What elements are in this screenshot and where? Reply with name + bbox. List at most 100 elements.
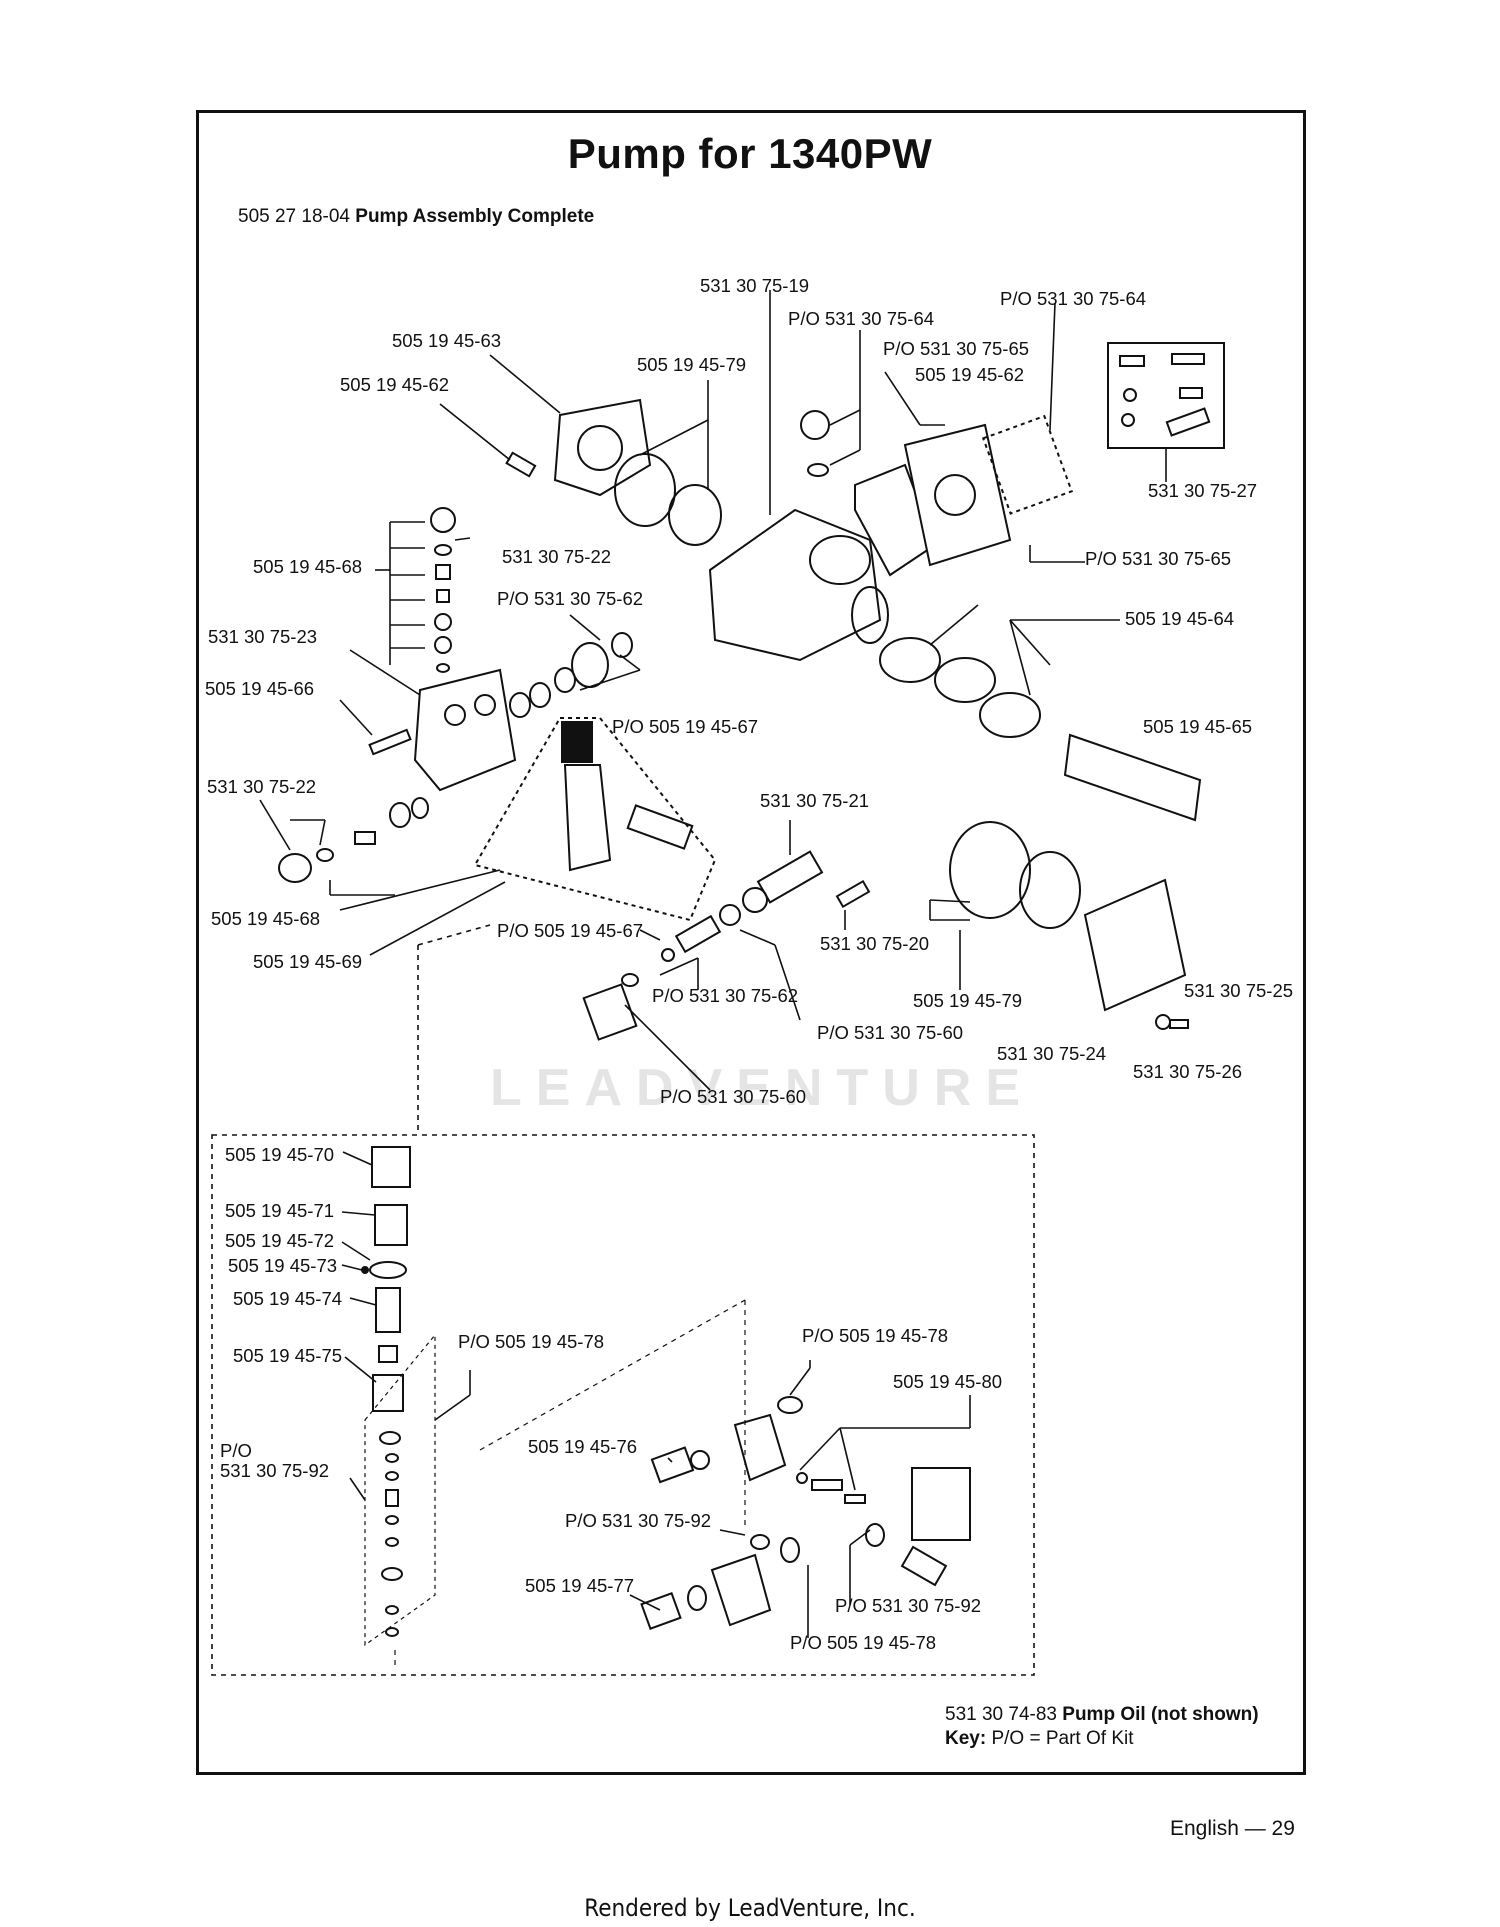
- part-label: 531 30 75-22: [502, 546, 612, 567]
- part-label: 505 19 45-68: [253, 556, 363, 577]
- crankcase-part: [708, 508, 889, 662]
- seal-kit-62-part: [571, 632, 633, 688]
- assembly-number: 505 27 18-04: [238, 206, 350, 227]
- seal-kit-67-part: [509, 667, 576, 718]
- part-label: 505 19 45-62: [340, 374, 450, 395]
- part-label: P/O 531 30 75-64: [1000, 288, 1147, 309]
- rear-cover-part: [903, 423, 1012, 567]
- key-line: Key: P/O = Part Of Kit: [945, 1727, 1259, 1751]
- part-label: 505 19 45-73: [228, 1255, 338, 1276]
- key-label: Key:: [945, 1728, 987, 1749]
- watermark: LEADVENTURE: [490, 1059, 1035, 1117]
- part-label: P/O 531 30 75-65: [1085, 548, 1232, 569]
- part-label: 505 19 45-80: [893, 1371, 1003, 1392]
- rendered-by: Rendered by LeadVenture, Inc.: [584, 1894, 916, 1922]
- bolt-26-part: [1155, 1014, 1189, 1030]
- part-label: P/O 531 30 75-64: [788, 308, 935, 329]
- assembly-line: 505 27 18-04 Pump Assembly Complete: [238, 206, 594, 228]
- oil-note: (not shown): [1150, 1704, 1259, 1725]
- kit-27-box: [1107, 342, 1225, 449]
- part-label: 531 30 75-20: [820, 933, 930, 954]
- dipstick-part: [800, 410, 830, 477]
- part-label: 505 19 45-66: [205, 678, 315, 699]
- part-label: P/O 531 30 75-60: [817, 1022, 964, 1043]
- part-label: 505 19 45-65: [1143, 716, 1253, 737]
- plunger-20-part: [835, 879, 871, 909]
- footnote: 531 30 74-83 Pump Oil (not shown) Key: P…: [945, 1703, 1259, 1751]
- page-frame: [196, 110, 1306, 1775]
- side-cover-part: [1083, 878, 1187, 1012]
- part-label: P/O 531 30 75-65: [883, 338, 1030, 359]
- thermal-valve-part: [865, 1467, 971, 1587]
- bolt-left-part: [505, 451, 537, 478]
- unloader-stack-part: [361, 1146, 411, 1412]
- manifold-part: [413, 668, 517, 792]
- oring-top-part: [614, 453, 676, 527]
- part-label: 505 19 45-79: [913, 990, 1023, 1011]
- part-label: P/O 505 19 45-78: [790, 1632, 937, 1653]
- seal-ring-mid-part: [949, 821, 1031, 919]
- part-label: 531 30 75-92: [220, 1460, 330, 1481]
- part-label: P/O 531 30 75-60: [660, 1086, 807, 1107]
- part-label: 505 19 45-74: [233, 1288, 343, 1309]
- part-label: 531 30 75-21: [760, 790, 870, 811]
- piston-part: [1063, 733, 1202, 822]
- oil-number: 531 30 74-83: [945, 1704, 1057, 1725]
- kit-64-box: [981, 414, 1073, 515]
- part-label: 505 19 45-70: [225, 1144, 335, 1165]
- oil-name: Pump Oil: [1062, 1704, 1146, 1725]
- fitting-77-part: [640, 1585, 707, 1630]
- part-label: 505 19 45-79: [637, 354, 747, 375]
- part-label: P/O 505 19 45-78: [802, 1325, 949, 1346]
- oring-mid-part: [1019, 851, 1081, 929]
- page-number: English — 29: [1170, 1817, 1295, 1840]
- unloader-region: [473, 717, 717, 922]
- tee-fitting-bottom-part: [710, 1534, 800, 1627]
- part-label: P/O 531 30 75-92: [565, 1510, 712, 1531]
- spring-check-part: [796, 1472, 866, 1504]
- part-label: 505 19 45-63: [392, 330, 502, 351]
- part-label: 505 19 45-71: [225, 1200, 335, 1221]
- valve-stack-part: [430, 507, 456, 673]
- pump-oil-line: 531 30 74-83 Pump Oil (not shown): [945, 1703, 1259, 1727]
- part-label: 505 19 45-77: [525, 1575, 635, 1596]
- gasket-part: [854, 463, 937, 577]
- part-label: 531 30 75-19: [700, 275, 810, 296]
- part-label: P/O 531 30 75-62: [652, 985, 799, 1006]
- page-title: Pump for 1340PW: [567, 130, 933, 177]
- part-label: 505 19 45-62: [915, 364, 1025, 385]
- part-label: 531 30 75-24: [997, 1043, 1107, 1064]
- unloader-part: [561, 721, 694, 872]
- seal-row-lower-part: [582, 887, 768, 1041]
- part-label: P/O 505 19 45-67: [497, 920, 644, 941]
- valve-left-part: [278, 797, 429, 883]
- part-label: 505 19 45-75: [233, 1345, 343, 1366]
- plug-top-part: [668, 484, 722, 546]
- part-label: 505 19 45-76: [528, 1436, 638, 1457]
- seal-packs-part: [879, 637, 1041, 738]
- tee-fitting-top-part: [733, 1396, 803, 1482]
- plunger-21-part: [756, 850, 824, 904]
- part-label: 531 30 75-25: [1184, 980, 1294, 1001]
- part-label: P/O: [220, 1440, 252, 1461]
- inset-box: [211, 1134, 1035, 1676]
- part-label: P/O 505 19 45-67: [612, 716, 759, 737]
- kit-27-parts: [1119, 353, 1211, 437]
- part-label: 505 19 45-72: [225, 1230, 335, 1251]
- assembly-name: Pump Assembly Complete: [355, 206, 595, 227]
- part-label: P/O 531 30 75-92: [835, 1595, 982, 1616]
- part-label: 531 30 75-26: [1133, 1061, 1243, 1082]
- part-label: 531 30 75-27: [1148, 480, 1258, 501]
- part-label: 505 19 45-68: [211, 908, 321, 929]
- key-text: P/O = Part Of Kit: [991, 1728, 1134, 1749]
- part-label: P/O 531 30 75-62: [497, 588, 644, 609]
- part-label: P/O 505 19 45-78: [458, 1331, 605, 1352]
- head-cover-part: [553, 398, 652, 497]
- part-label: 505 19 45-69: [253, 951, 363, 972]
- part-label: 531 30 75-23: [208, 626, 318, 647]
- oring-stack-part: [379, 1431, 403, 1637]
- fitting-76-part: [650, 1446, 710, 1484]
- bolt-66-part: [368, 728, 412, 756]
- part-label: 505 19 45-64: [1125, 608, 1235, 629]
